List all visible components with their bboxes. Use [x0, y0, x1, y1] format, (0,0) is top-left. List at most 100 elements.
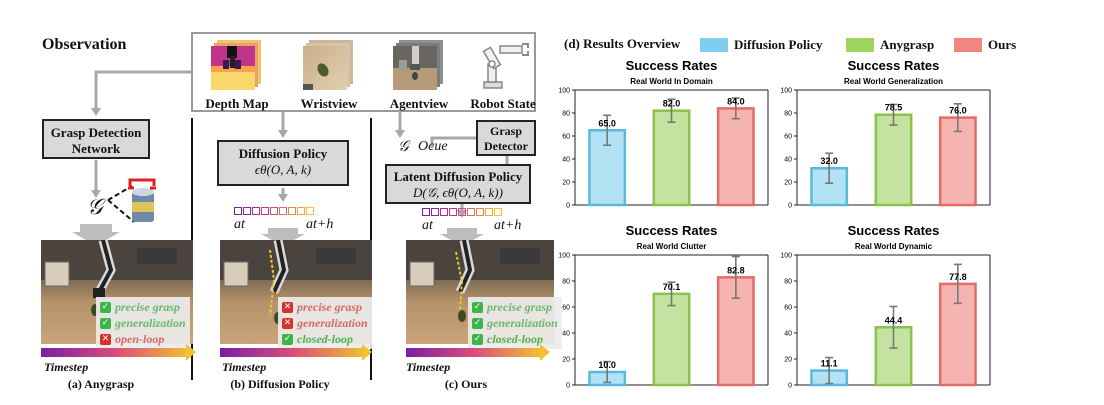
data-label: 32.0 [820, 156, 838, 166]
legend-item-anygrasp: Anygrasp [846, 37, 934, 53]
grasp-detection-network-box: Grasp Detection Network [42, 119, 150, 159]
data-label: 10.0 [598, 360, 616, 370]
bar [874, 113, 913, 207]
a-t-label-b: at [234, 217, 245, 232]
caption-b: (b) Diffusion Policy [230, 377, 330, 391]
y-tick-label: 40 [784, 157, 792, 164]
y-tick-label: 100 [558, 88, 570, 95]
check-icon: ✓ [100, 317, 111, 329]
action-sequence-c [422, 208, 502, 216]
y-tick-label: 60 [784, 305, 792, 312]
data-label: 65.0 [598, 118, 616, 128]
y-tick-label: 80 [562, 111, 570, 118]
status-list-b: ✕precise grasp ✕generalization ✓closed-l… [278, 297, 372, 349]
check-icon: ✓ [472, 333, 483, 345]
diffusion-policy-formula: ϵθ(O, A, k) [254, 162, 312, 177]
y-tick-label: 20 [784, 357, 792, 364]
data-label: 70.1 [663, 282, 681, 292]
status-item: ✓generalization [100, 316, 186, 330]
timestep-label-b: Timestep [222, 360, 267, 374]
chart-title: Success Rates [848, 58, 940, 73]
chart-title: Success Rates [626, 223, 718, 238]
y-tick-label: 80 [784, 111, 792, 118]
data-label: 77.8 [949, 272, 967, 282]
y-tick-label: 0 [788, 383, 792, 390]
legend-item-ours: Ours [954, 37, 1016, 53]
y-tick-label: 100 [780, 88, 792, 95]
a-th-label-b: at+h [306, 217, 334, 232]
chart-subtitle: Real World Clutter [637, 242, 707, 251]
timestep-label-a: Timestep [44, 360, 89, 374]
timestep-bar-b [220, 348, 366, 357]
cue-symbol-c: Ocue [418, 139, 448, 154]
chart-subtitle: Real World Generalization [844, 77, 943, 86]
check-icon: ✓ [472, 317, 483, 329]
bar [652, 109, 691, 207]
y-tick-label: 100 [780, 253, 792, 260]
observation-box: Depth Map Wristview [191, 32, 536, 112]
bar [588, 129, 627, 207]
y-tick-label: 60 [784, 134, 792, 141]
status-item: ✓generalization [472, 316, 558, 330]
y-tick-label: 40 [562, 331, 570, 338]
robot-state-label: Robot State [470, 96, 536, 111]
chart-title: Success Rates [848, 223, 940, 238]
y-tick-label: 0 [566, 383, 570, 390]
grasp-can-icon [107, 178, 156, 223]
y-tick-label: 40 [784, 331, 792, 338]
results-title: (d) Results Overview [564, 36, 681, 51]
status-list-a: ✓precise grasp ✓generalization ✕open-loo… [96, 297, 190, 349]
y-tick-label: 20 [784, 180, 792, 187]
timestep-arrow-a [186, 344, 196, 361]
action-sequence-b [234, 207, 314, 215]
status-item: ✕generalization [282, 316, 368, 330]
latent-diffusion-line1: Latent Diffusion Policy [393, 169, 523, 184]
depth-map-label: Depth Map [205, 96, 269, 111]
bar [716, 107, 755, 207]
bar [652, 292, 691, 387]
status-item: ✓closed-loop [282, 332, 353, 346]
grasp-symbol-a: 𝒢 [87, 194, 103, 219]
a-t-label-c: at [422, 218, 433, 233]
status-item: ✕precise grasp [282, 300, 362, 314]
agentview-label: Agentview [389, 96, 449, 111]
grasp-detector-line1: Grasp [489, 124, 522, 138]
diffusion-policy-line1: Diffusion Policy [238, 146, 328, 161]
data-label: 76.0 [949, 106, 967, 116]
wristview-image [303, 40, 353, 90]
cross-icon: ✕ [282, 317, 293, 329]
status-item: ✕open-loop [100, 332, 165, 346]
check-icon: ✓ [472, 301, 483, 313]
agentview-image [393, 40, 443, 90]
caption-c: (c) Ours [444, 377, 488, 391]
legend-swatch [954, 38, 982, 52]
status-item: ✓precise grasp [472, 300, 552, 314]
latent-diffusion-policy-box: Latent Diffusion Policy D(𝒢, ϵθ(O, A, k)… [385, 164, 531, 204]
y-tick-label: 0 [788, 203, 792, 210]
status-item: ✓precise grasp [100, 300, 180, 314]
grasp-detector-line2: Detector [484, 139, 528, 153]
y-tick-label: 20 [562, 180, 570, 187]
caption-a: (a) Anygrasp [67, 377, 135, 391]
timestep-arrow-c [540, 344, 550, 361]
depth-map-image [211, 40, 261, 90]
status-item: ✓closed-loop [472, 332, 543, 346]
y-tick-label: 80 [784, 279, 792, 286]
legend-swatch [700, 38, 728, 52]
legend-label: Ours [988, 37, 1017, 52]
legend-item-diffusion-policy: Diffusion Policy [700, 37, 822, 53]
legend-label: Anygrasp [880, 37, 935, 52]
timestep-bar-c [406, 348, 542, 357]
chart-subtitle: Real World In Domain [630, 77, 713, 86]
y-tick-label: 100 [558, 253, 570, 260]
y-tick-label: 60 [562, 134, 570, 141]
connector-lines [72, 70, 512, 246]
y-tick-label: 20 [562, 357, 570, 364]
timestep-bar-a [41, 348, 191, 357]
data-label: 11.1 [821, 359, 838, 369]
legend-swatch [846, 38, 874, 52]
a-th-label-c: at+h [494, 218, 522, 233]
chart-subtitle: Real World Dynamic [855, 242, 933, 251]
cross-icon: ✕ [282, 301, 293, 313]
